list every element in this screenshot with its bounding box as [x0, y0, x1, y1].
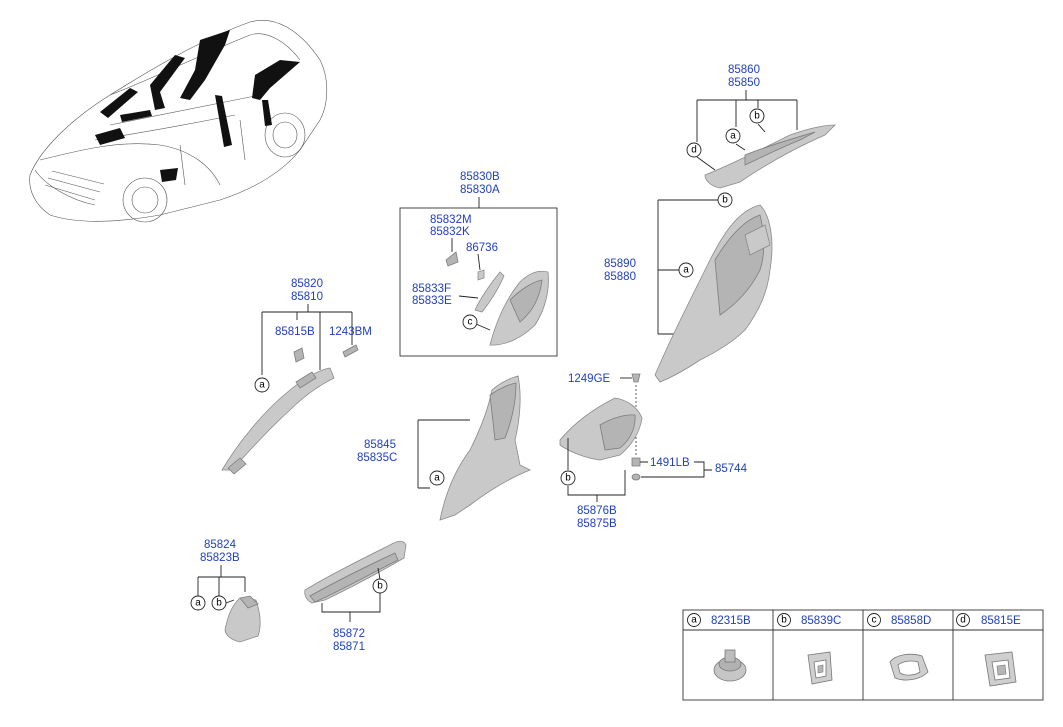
- part-label-85820: 85820: [291, 278, 323, 290]
- part-label-85871: 85871: [333, 641, 365, 653]
- callout-d-text: d: [691, 145, 697, 156]
- group-85845-85835C: 85845 85835C a: [357, 375, 531, 521]
- part-label-86736: 86736: [466, 242, 498, 254]
- part-label-85880: 85880: [604, 271, 636, 283]
- legend-part-82315B: 82315B: [711, 615, 751, 627]
- legend-callout-b: [777, 613, 791, 627]
- part-label-1491LB: 1491LB: [650, 457, 690, 469]
- part-label-85830B: 85830B: [460, 171, 500, 183]
- callout-a-85820: [254, 377, 270, 393]
- callout-d-85860: [686, 142, 702, 158]
- part-label-85744: 85744: [715, 463, 748, 475]
- clip-82315B-icon: [713, 649, 747, 682]
- callout-a-text: a: [683, 265, 689, 276]
- group-85824-85823B: 85824 85823B a b: [190, 539, 261, 643]
- fastener-legend-table: a 82315B b 85839C c 85858D d 85815E: [682, 609, 1044, 701]
- part-label-85823B: 85823B: [200, 552, 240, 564]
- legend-part-85839C: 85839C: [801, 615, 841, 627]
- legend-callout-d: [956, 613, 970, 627]
- part-label-1243BM: 1243BM: [329, 326, 372, 338]
- callout-c-text: c: [468, 317, 473, 328]
- part-label-85872: 85872: [333, 628, 365, 640]
- part-label-85876B: 85876B: [577, 505, 617, 517]
- callout-a-text: a: [195, 598, 201, 609]
- clip-85839C-icon: [807, 651, 833, 685]
- legend-part-85858D: 85858D: [891, 615, 931, 627]
- vehicle-illustration: [29, 20, 328, 223]
- legend-part-85815E: 85815E: [981, 615, 1021, 627]
- callout-a-85860: [725, 128, 741, 144]
- group-85860-85850: 85860 85850 d a b: [686, 64, 836, 189]
- part-label-85830A: 85830A: [460, 184, 500, 196]
- legend-letter-a: a: [691, 615, 697, 626]
- callout-b-text: b: [754, 111, 760, 122]
- part-label-85832K: 85832K: [430, 226, 470, 238]
- group-85876B-85875B: 1249GE 1491LB 85744 b 85876B 85875B: [559, 373, 748, 530]
- part-label-85832M: 85832M: [430, 214, 472, 226]
- part-label-85815B: 85815B: [275, 326, 315, 338]
- legend-letter-d: d: [960, 615, 966, 626]
- callout-b-85890: [717, 192, 733, 208]
- callout-b-text: b: [565, 473, 571, 484]
- callout-a-85845: [429, 470, 445, 486]
- callout-a-85890: [678, 262, 694, 278]
- legend-letter-c: c: [872, 615, 877, 626]
- part-label-85833E: 85833E: [412, 295, 452, 307]
- part-label-85833F: 85833F: [412, 283, 451, 295]
- legend-callout-c: [867, 613, 881, 627]
- group-85872-85871: b 85872 85871: [304, 540, 407, 653]
- callout-b-text: b: [377, 581, 383, 592]
- callout-a-text: a: [730, 131, 736, 142]
- callout-b-85860: [749, 108, 765, 124]
- part-label-85850: 85850: [728, 77, 760, 89]
- group-85820-85810: 85820 85810 85815B 1243BM a: [221, 278, 372, 475]
- group-85890-85880: 85890 85880 b a: [604, 192, 773, 383]
- clip-85815E-icon: [984, 651, 1017, 687]
- part-label-85845: 85845: [364, 439, 396, 451]
- part-label-85875B: 85875B: [577, 518, 617, 530]
- callout-c-85830: [462, 314, 478, 330]
- legend-letter-b: b: [781, 615, 787, 626]
- clip-85858D-icon: [889, 653, 929, 681]
- part-label-85824: 85824: [204, 539, 237, 551]
- legend-callout-a: [687, 613, 701, 627]
- callout-b-85876: [560, 470, 576, 486]
- part-label-85835C: 85835C: [357, 452, 397, 464]
- callout-b-text: b: [216, 598, 222, 609]
- part-label-85890: 85890: [604, 258, 636, 270]
- part-label-85810: 85810: [291, 291, 323, 303]
- part-label-1249GE: 1249GE: [568, 373, 611, 385]
- callout-a-text: a: [434, 473, 440, 484]
- part-label-85860: 85860: [728, 64, 760, 76]
- callout-a-text: a: [259, 380, 265, 391]
- group-85830B-85830A: 85830B 85830A 85832M 85832K 86736 85833F…: [399, 171, 558, 357]
- assembly-box: [399, 207, 558, 357]
- callout-a-85824: [190, 595, 206, 611]
- callout-b-text: b: [722, 195, 728, 206]
